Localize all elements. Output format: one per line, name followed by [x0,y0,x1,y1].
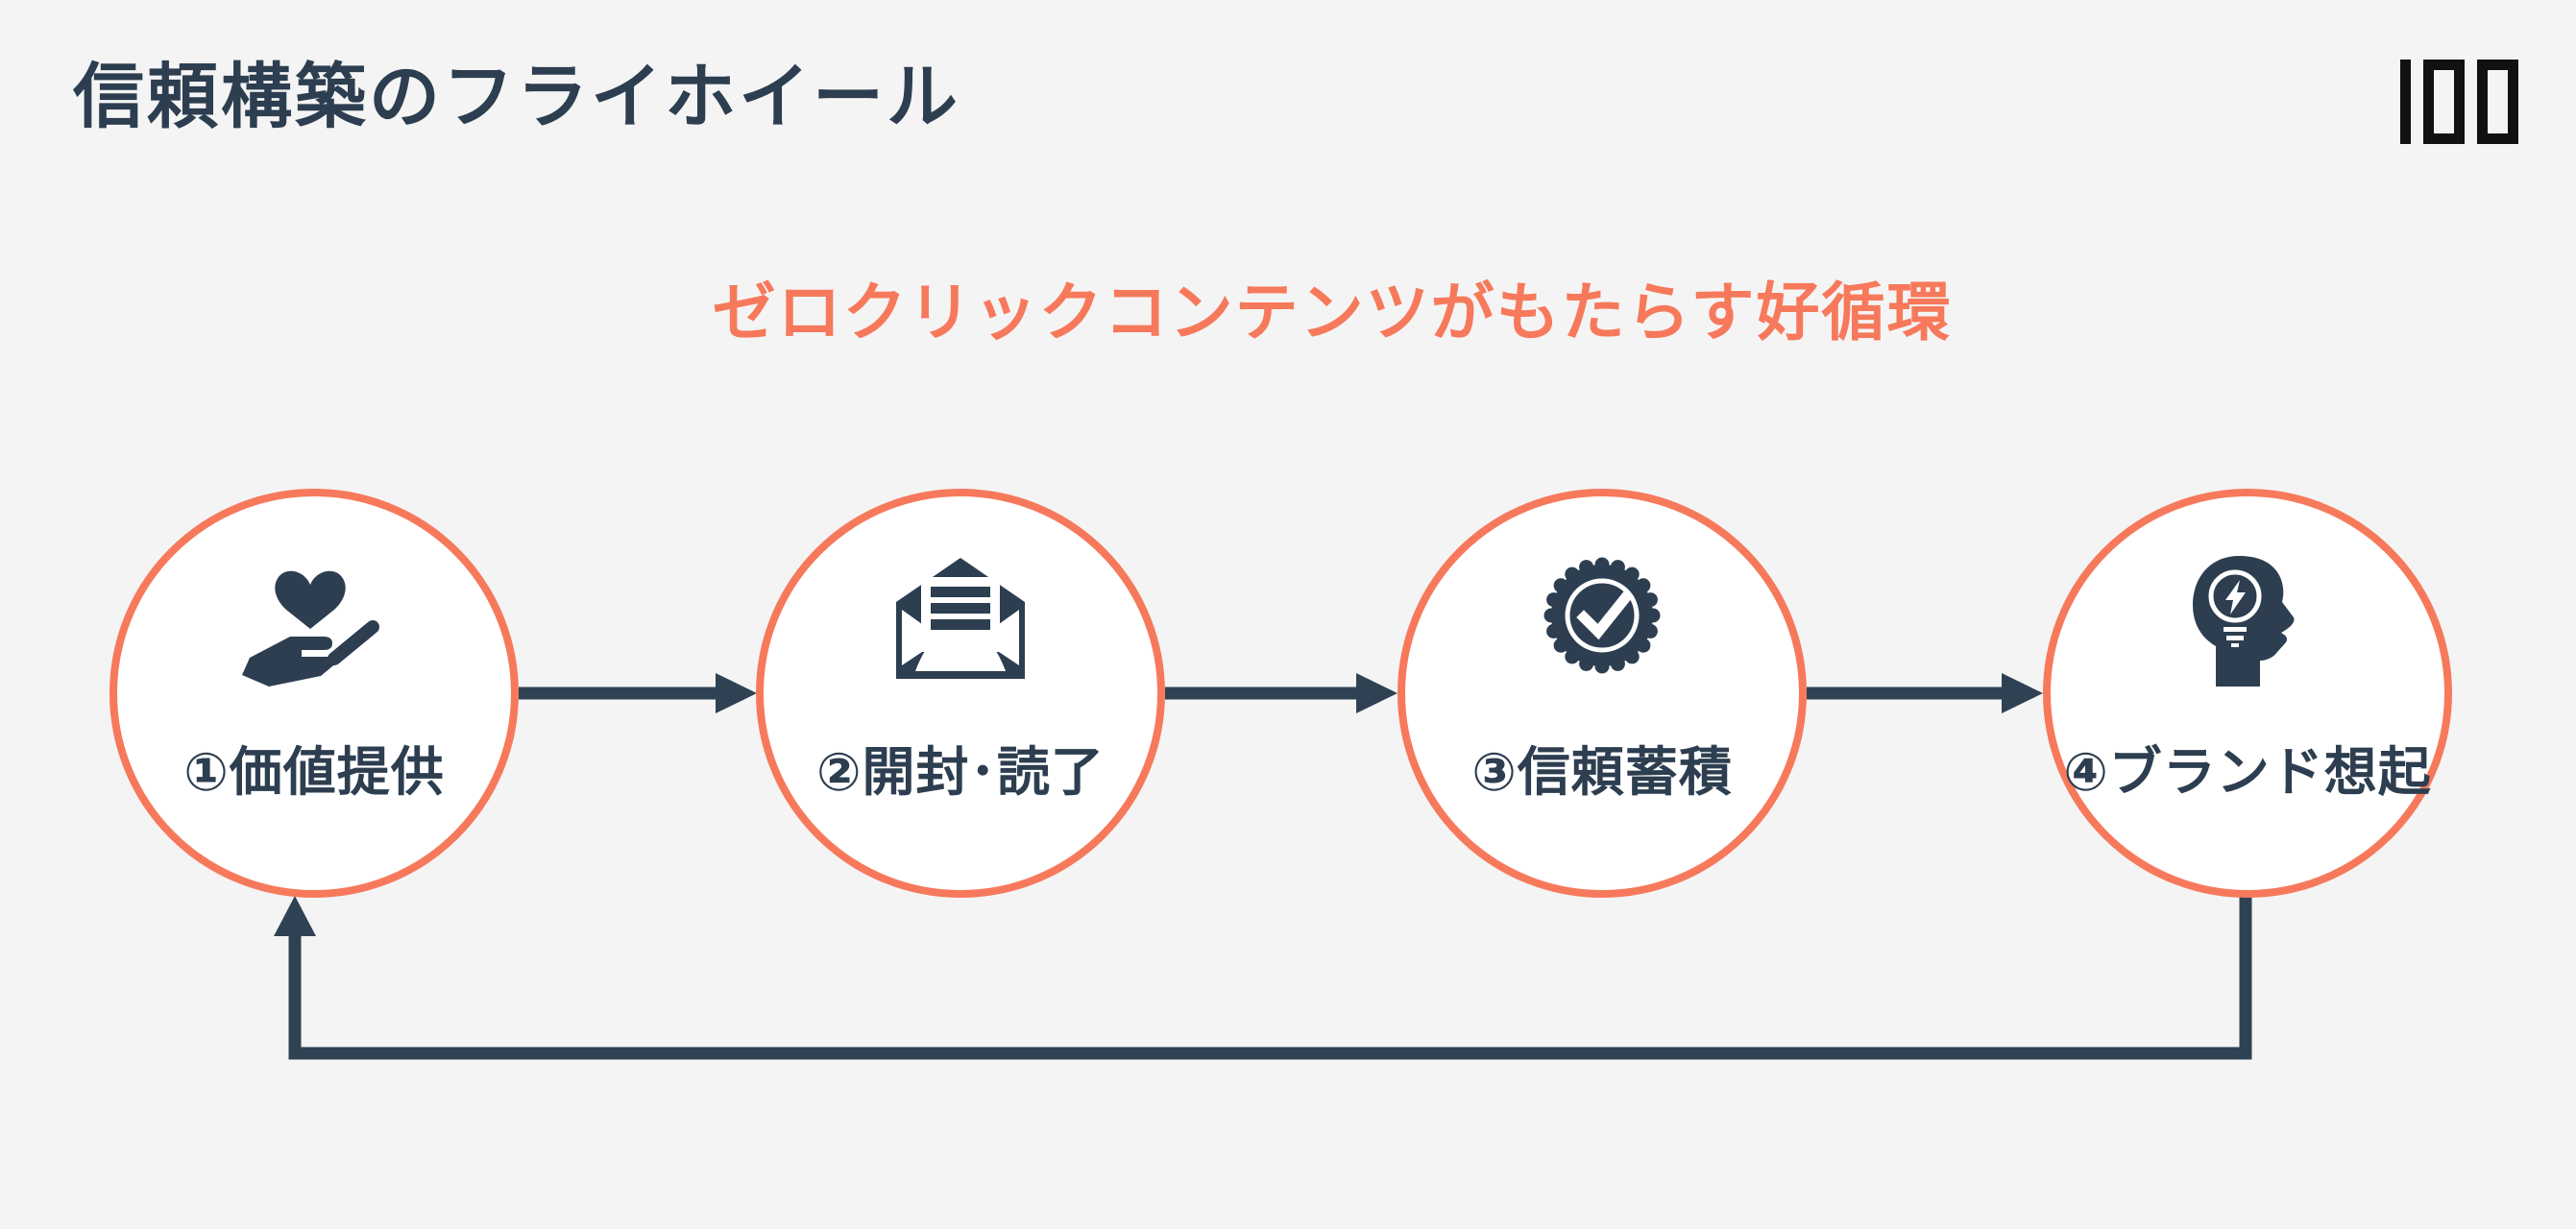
page-title: 信頼構築のフライホイール [73,57,960,136]
flow-step-1: ①価値提供 [109,489,519,898]
logo-digit-zero [2423,60,2465,144]
head-lightbulb-icon [2193,556,2295,687]
badge-check-icon [1543,557,1661,674]
hand-heart-icon [242,570,379,687]
step-label: ③信頼蓄積 [1471,742,1733,802]
flow-step-2: ②開封･読了 [756,489,1165,898]
logo-digit-zero [2477,60,2518,144]
logo-digit-one [2400,60,2411,144]
step-label: ④ブランド想起 [2063,742,2432,802]
open-envelope-icon [896,558,1025,679]
step-label: ②開封･読了 [815,742,1106,802]
brand-logo [2400,60,2518,144]
subtitle: ゼロクリックコンテンツがもたらす好循環 [712,277,1953,348]
flow-step-4: ④ブランド想起 [2043,489,2452,898]
flow-step-3: ③信頼蓄積 [1397,489,1807,898]
step-label: ①価値提供 [183,742,445,802]
arrow-step1-to-step2 [519,673,757,713]
loop-back-arrow [274,893,2252,1060]
arrow-step2-to-step3 [1165,673,1397,713]
arrow-step3-to-step4 [1807,673,2043,713]
